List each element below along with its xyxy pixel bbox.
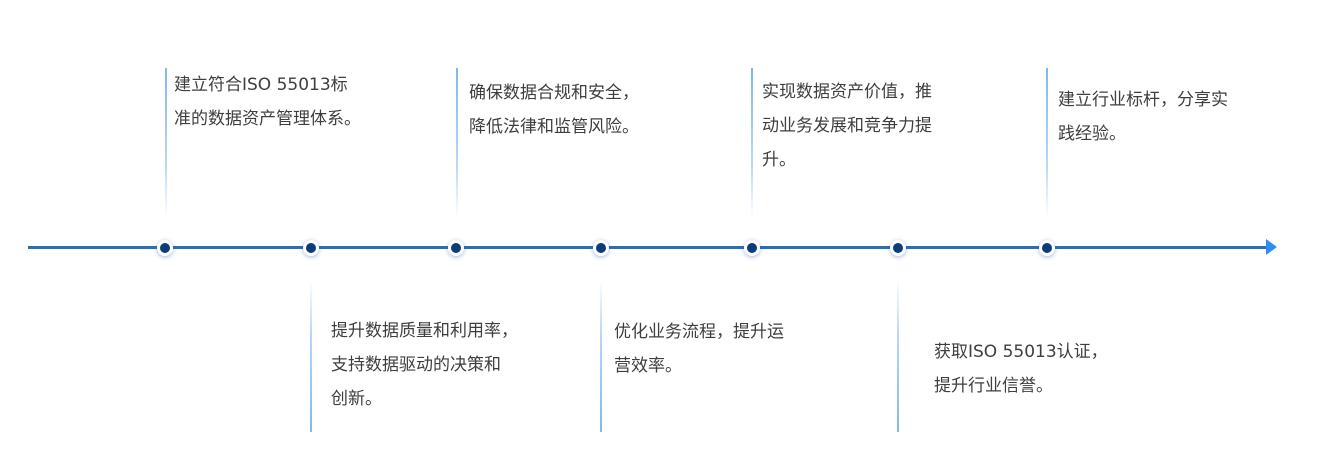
milestone-dot (157, 240, 173, 256)
timeline-arrow-icon (1266, 239, 1277, 255)
milestone-line: 实现数据资产价值，推 (762, 82, 932, 102)
milestone-dot (448, 240, 464, 256)
milestone-text-5: 实现数据资产价值，推 动业务发展和竞争力提 升。 (762, 75, 932, 177)
milestone-text-2: 提升数据质量和利用率， 支持数据驱动的决策和 创新。 (331, 314, 518, 416)
milestone-connector (1046, 68, 1048, 218)
milestone-text-1: 建立符合ISO 55013标 准的数据资产管理体系。 (174, 68, 361, 136)
milestone-line: 升。 (762, 150, 796, 170)
milestone-text-7: 建立行业标杆，分享实 践经验。 (1058, 83, 1228, 151)
milestone-line: 营效率。 (614, 356, 682, 376)
milestone-connector (600, 280, 602, 432)
timeline-axis (28, 246, 1268, 249)
milestone-line: 获取ISO 55013认证， (934, 342, 1108, 362)
milestone-dot (890, 240, 906, 256)
milestone-dot (1039, 240, 1055, 256)
milestone-connector (456, 68, 458, 218)
milestone-dot (593, 240, 609, 256)
milestone-connector (310, 280, 312, 432)
milestone-line: 建立行业标杆，分享实 (1058, 90, 1228, 110)
milestone-line: 支持数据驱动的决策和 (331, 355, 501, 375)
milestone-line: 创新。 (331, 389, 382, 409)
milestone-dot (303, 240, 319, 256)
milestone-line: 建立符合ISO 55013标 (174, 75, 348, 95)
milestone-text-3: 确保数据合规和安全， 降低法律和监管风险。 (469, 76, 639, 144)
milestone-line: 提升行业信誉。 (934, 376, 1053, 396)
milestone-line: 降低法律和监管风险。 (469, 117, 639, 137)
milestone-line: 准的数据资产管理体系。 (174, 109, 361, 129)
milestone-connector (165, 68, 167, 218)
milestone-dot (744, 240, 760, 256)
milestone-line: 确保数据合规和安全， (469, 83, 639, 103)
milestone-line: 动业务发展和竞争力提 (762, 116, 932, 136)
milestone-text-6: 获取ISO 55013认证， 提升行业信誉。 (934, 335, 1108, 403)
milestone-line: 践经验。 (1058, 124, 1126, 144)
milestone-connector (897, 280, 899, 432)
milestone-text-4: 优化业务流程，提升运 营效率。 (614, 315, 784, 383)
milestone-connector (751, 68, 753, 218)
milestone-line: 提升数据质量和利用率， (331, 321, 518, 341)
milestone-line: 优化业务流程，提升运 (614, 322, 784, 342)
